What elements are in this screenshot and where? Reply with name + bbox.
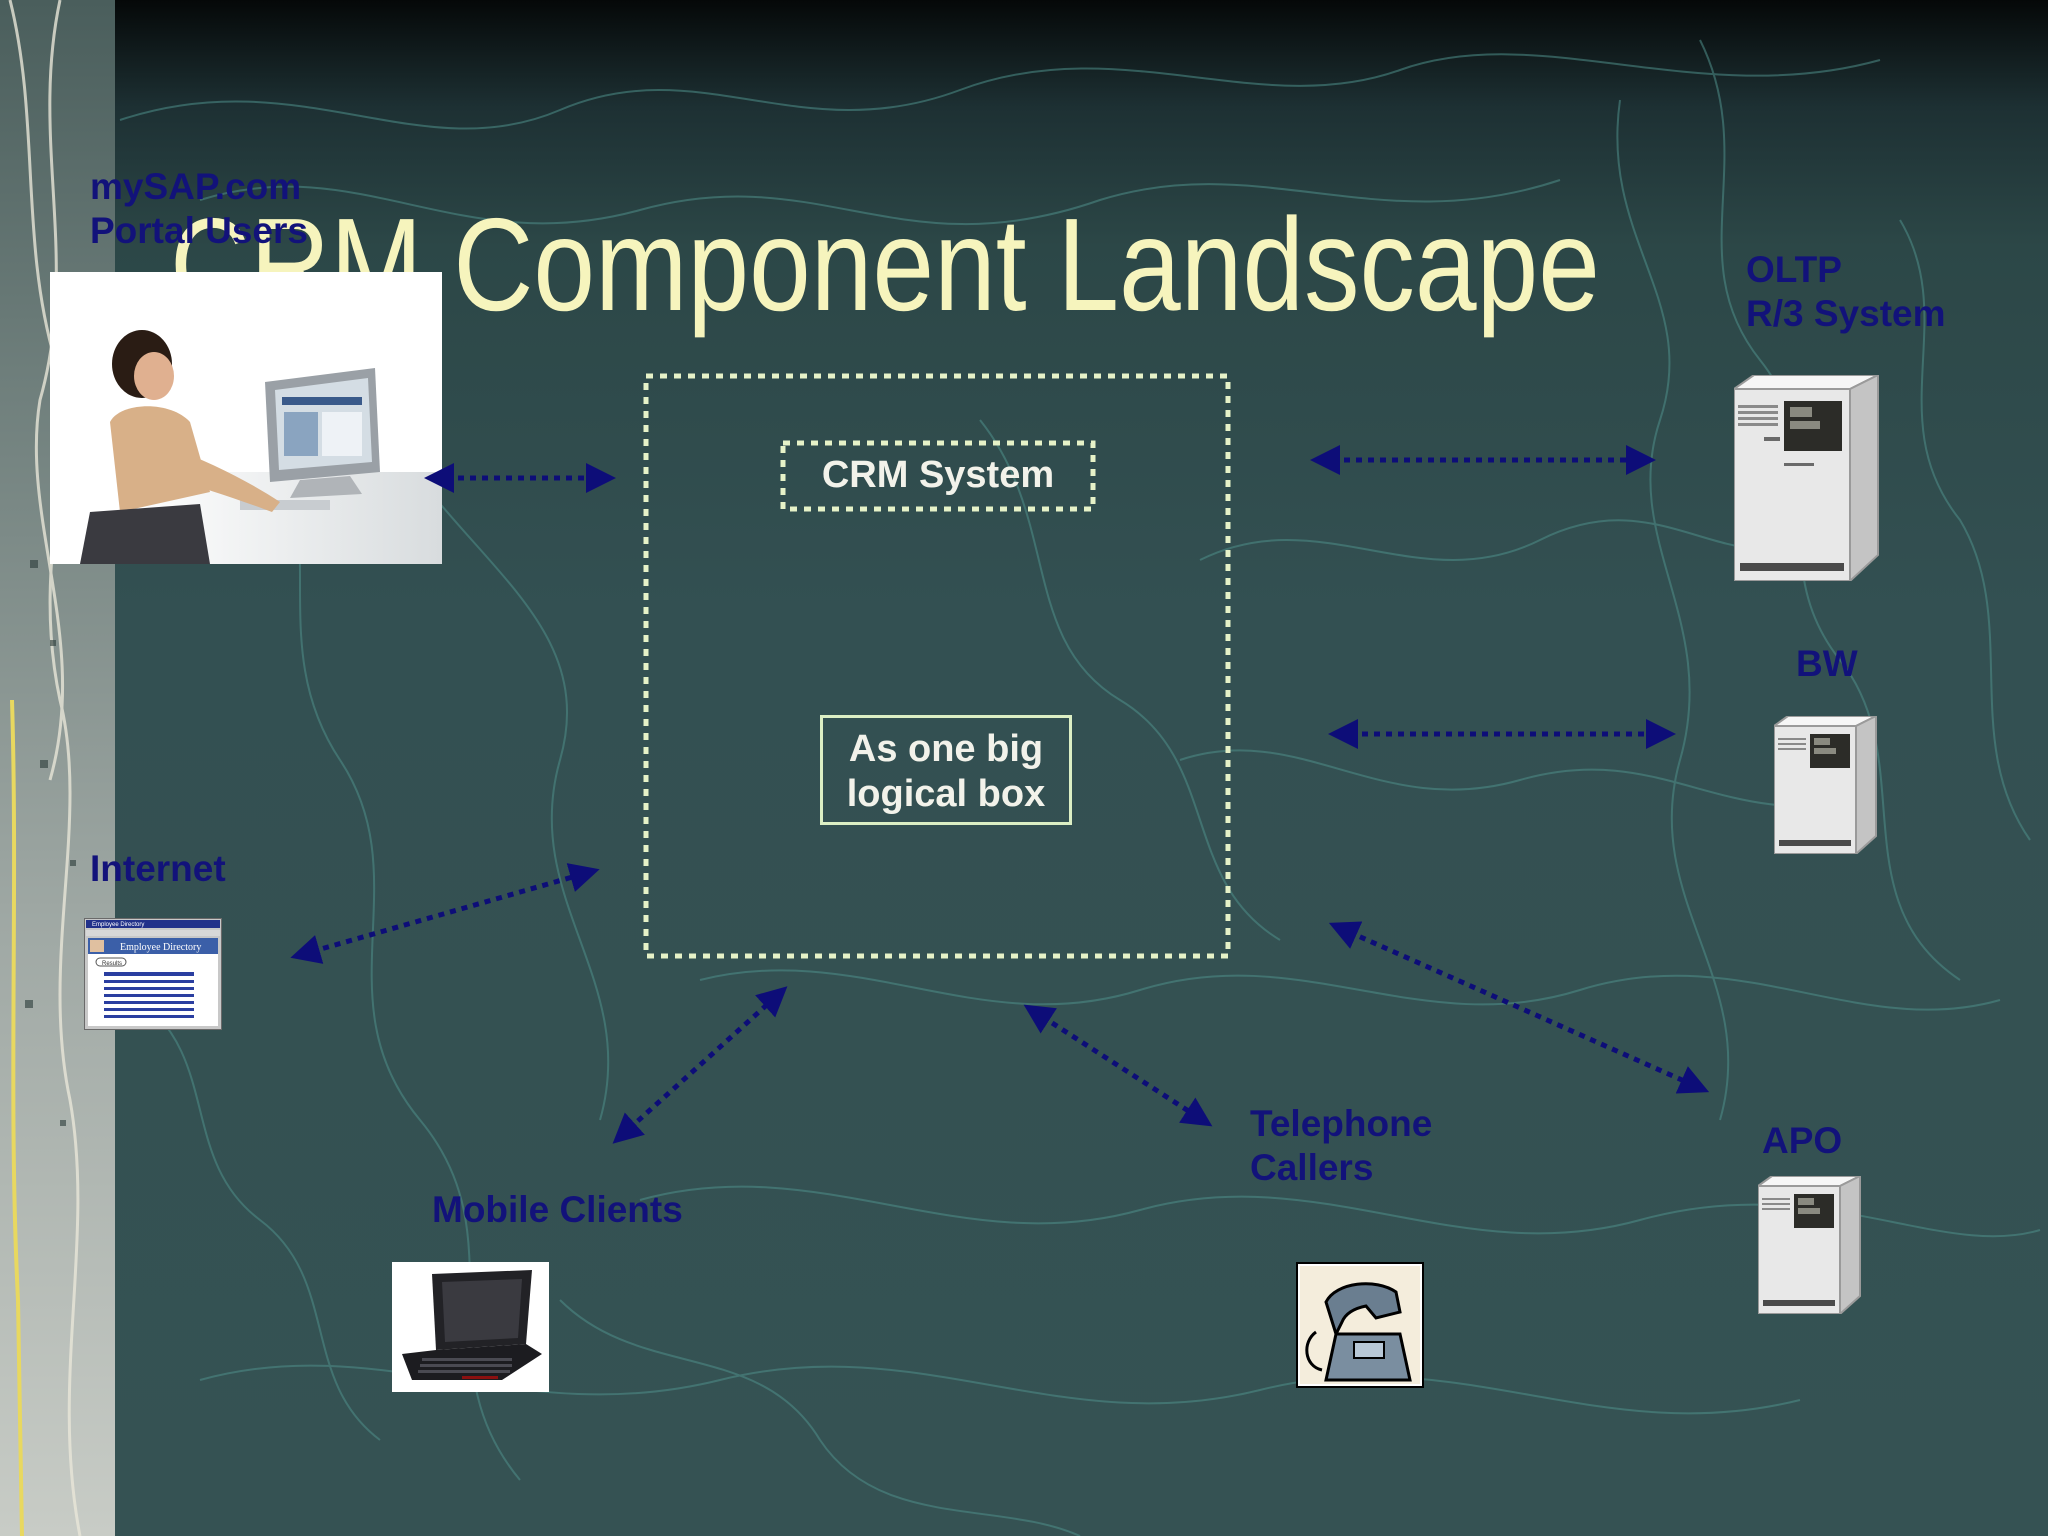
logical-box [820, 715, 1072, 825]
map-strip-decoration [0, 0, 115, 1536]
laptop-image [392, 1262, 549, 1392]
crm-landscape-box [643, 373, 1231, 959]
telephone-callers-line1: Telephone [1250, 1103, 1433, 1144]
crm-system-label: CRM System [821, 454, 1055, 496]
portal-users-line2: Portal Users [90, 210, 308, 251]
logical-box-line1: As one big [848, 728, 1044, 770]
telephone-callers-line2: Callers [1250, 1147, 1374, 1188]
arrow-apo [1328, 921, 1710, 1094]
oltp-line1: OLTP [1746, 249, 1842, 290]
arrow-mobile-clients [612, 986, 788, 1144]
oltp-label: OLTP R/3 System [1746, 248, 1946, 336]
oltp-server-icon [1734, 375, 1879, 581]
oltp-line2: R/3 System [1746, 293, 1946, 334]
arrow-telephone-callers [1023, 1004, 1213, 1127]
portal-users-line1: mySAP.com [90, 166, 302, 207]
apo-server-icon [1758, 1176, 1861, 1314]
telephone-callers-label: Telephone Callers [1250, 1102, 1432, 1190]
bw-label: BW [1796, 643, 1858, 684]
browser-window-image: Employee Directory Employee Directory Re… [84, 918, 222, 1030]
portal-users-label: mySAP.com Portal Users [90, 165, 308, 253]
browser-window-title: Employee Directory [92, 922, 144, 928]
arrow-internet [290, 863, 600, 964]
telephone-image [1296, 1262, 1424, 1388]
internet-label: Internet [90, 848, 226, 889]
browser-heading: Employee Directory [120, 942, 201, 953]
bw-server-icon [1774, 716, 1877, 854]
mobile-clients-label: Mobile Clients [432, 1189, 683, 1230]
logical-box-line2: logical box [846, 773, 1046, 815]
apo-label: APO [1762, 1120, 1843, 1161]
browser-results-label: Results [102, 961, 122, 967]
crm-system-box [780, 440, 1096, 512]
portal-user-photo [50, 272, 442, 564]
